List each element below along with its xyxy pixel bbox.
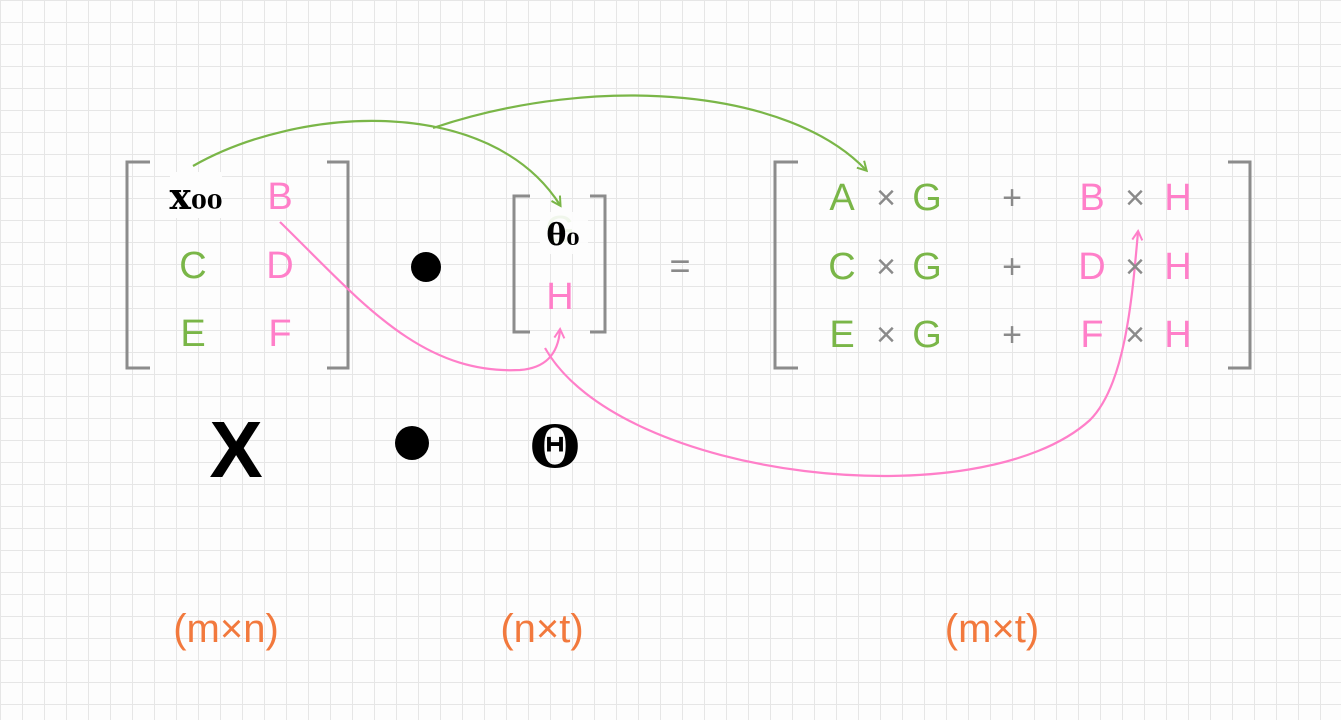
result-r1-plus: + xyxy=(1002,179,1022,217)
result-left-bracket xyxy=(773,160,798,370)
x00-overlay-label: x₀₀ xyxy=(169,176,223,218)
result-r1-right-b: B xyxy=(1079,177,1105,219)
result-r3-left-g: G xyxy=(912,314,942,356)
dot-operator-bottom xyxy=(395,426,429,460)
x-left-bracket xyxy=(125,160,150,370)
result-r1-times2: × xyxy=(1125,179,1145,217)
pink-arrow-to-h xyxy=(279,221,560,372)
result-r2-left-c: C xyxy=(828,246,856,288)
x-cell-b: B xyxy=(267,176,293,218)
x-cell-f: F xyxy=(268,313,292,355)
dimension-theta: (n×t) xyxy=(500,607,584,651)
theta-left-bracket xyxy=(512,194,530,334)
result-r2-right-h: H xyxy=(1164,246,1192,288)
result-r2-times1: × xyxy=(876,248,896,286)
result-r3-times1: × xyxy=(876,316,896,354)
result-r2-right-d: D xyxy=(1078,246,1106,288)
theta-right-bracket xyxy=(590,194,607,334)
x00-overlay-background xyxy=(170,172,222,218)
equals-sign: = xyxy=(669,245,691,286)
theta0-overlay-label: θ₀ xyxy=(546,218,580,253)
result-r3-plus: + xyxy=(1002,316,1022,354)
result-r1-times1: × xyxy=(876,179,896,217)
result-r3-times2: × xyxy=(1125,316,1145,354)
theta0-overlay-background xyxy=(540,212,588,254)
x-right-bracket xyxy=(327,160,350,370)
result-r2-times2: × xyxy=(1125,248,1145,286)
pink-arrow-to-result xyxy=(544,232,1138,478)
result-right-bracket xyxy=(1228,160,1252,370)
green-arrow-to-g xyxy=(192,119,560,205)
symbol-theta: Θ xyxy=(529,413,581,481)
result-r2-plus: + xyxy=(1002,248,1022,286)
result-r1-right-h: H xyxy=(1164,177,1192,219)
x-cell-e: E xyxy=(180,313,206,355)
dot-operator-top xyxy=(411,252,441,282)
result-r1-left-g: G xyxy=(912,177,942,219)
result-r3-left-e: E xyxy=(829,314,855,356)
result-r1-left-a: A xyxy=(829,177,855,219)
dimension-result: (m×t) xyxy=(944,607,1040,651)
dimension-x: (m×n) xyxy=(173,607,279,651)
symbol-x: X xyxy=(209,405,263,494)
x-cell-c: C xyxy=(179,245,207,287)
green-arrow-to-result xyxy=(432,94,866,170)
result-r2-left-g: G xyxy=(912,246,942,288)
theta-cell-h: H xyxy=(546,276,574,318)
result-r3-right-f: F xyxy=(1080,314,1104,356)
x-cell-d: D xyxy=(266,245,294,287)
result-r3-right-h: H xyxy=(1164,314,1192,356)
